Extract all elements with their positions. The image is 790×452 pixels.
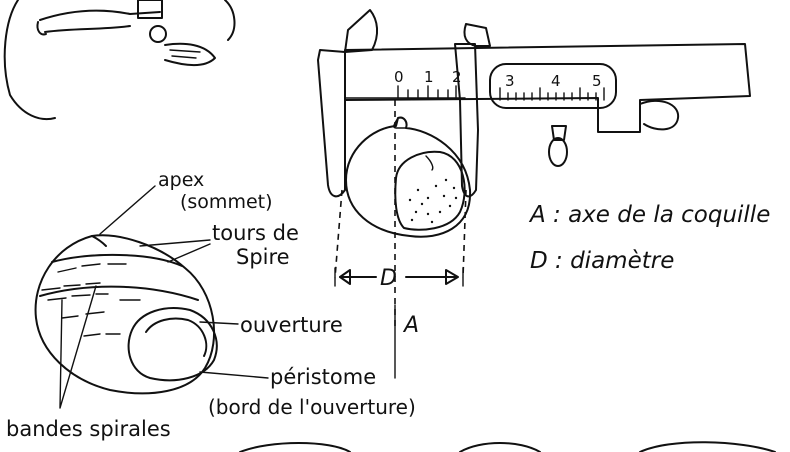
upper-jaw-right <box>464 24 490 46</box>
labeled-shell <box>36 235 217 393</box>
label-sommet: (sommet) <box>180 191 273 213</box>
main-scale-ticks <box>398 86 456 98</box>
partial-shell-3 <box>640 442 775 452</box>
apex-leader <box>100 186 155 234</box>
label-ouverture: ouverture <box>240 313 343 337</box>
label-apex: apex <box>158 169 204 191</box>
partial-shell-1 <box>240 443 350 452</box>
hand-caliper-vignette <box>5 0 235 119</box>
measured-shell <box>346 118 470 237</box>
label-peristome: péristome <box>270 365 376 389</box>
thumb-knob <box>549 138 567 166</box>
caliper-drawing: 0 1 2 3 4 5 D <box>318 10 750 378</box>
lock-knob <box>640 101 678 130</box>
caliper-beam <box>345 44 750 132</box>
label-tours-de: tours de <box>212 221 299 245</box>
vernier-label-4: 4 <box>551 72 561 90</box>
diameter-guide-left <box>335 190 342 278</box>
vernier-label-5: 5 <box>592 72 602 90</box>
vernier-label-3: 3 <box>505 72 515 90</box>
scale-label-0: 0 <box>394 68 404 86</box>
tours-leader <box>140 240 210 262</box>
axis-letter: A <box>402 313 419 338</box>
label-spire: Spire <box>236 245 290 269</box>
label-bord-ouverture: (bord de l'ouverture) <box>208 395 416 419</box>
upper-jaw-left <box>345 10 377 52</box>
scale-label-2: 2 <box>452 68 462 86</box>
bandes-leader <box>60 286 96 408</box>
peristome-leader <box>200 372 268 378</box>
ouverture-leader <box>200 322 238 324</box>
legend-diameter: D : diamètre <box>530 248 674 274</box>
diameter-letter: D <box>380 266 397 291</box>
legend-axis: A : axe de la coquille <box>528 202 770 228</box>
label-bandes-spirales: bandes spirales <box>6 417 171 441</box>
scale-label-1: 1 <box>424 68 434 86</box>
partial-shell-2 <box>460 443 540 452</box>
fixed-jaw <box>318 50 345 196</box>
